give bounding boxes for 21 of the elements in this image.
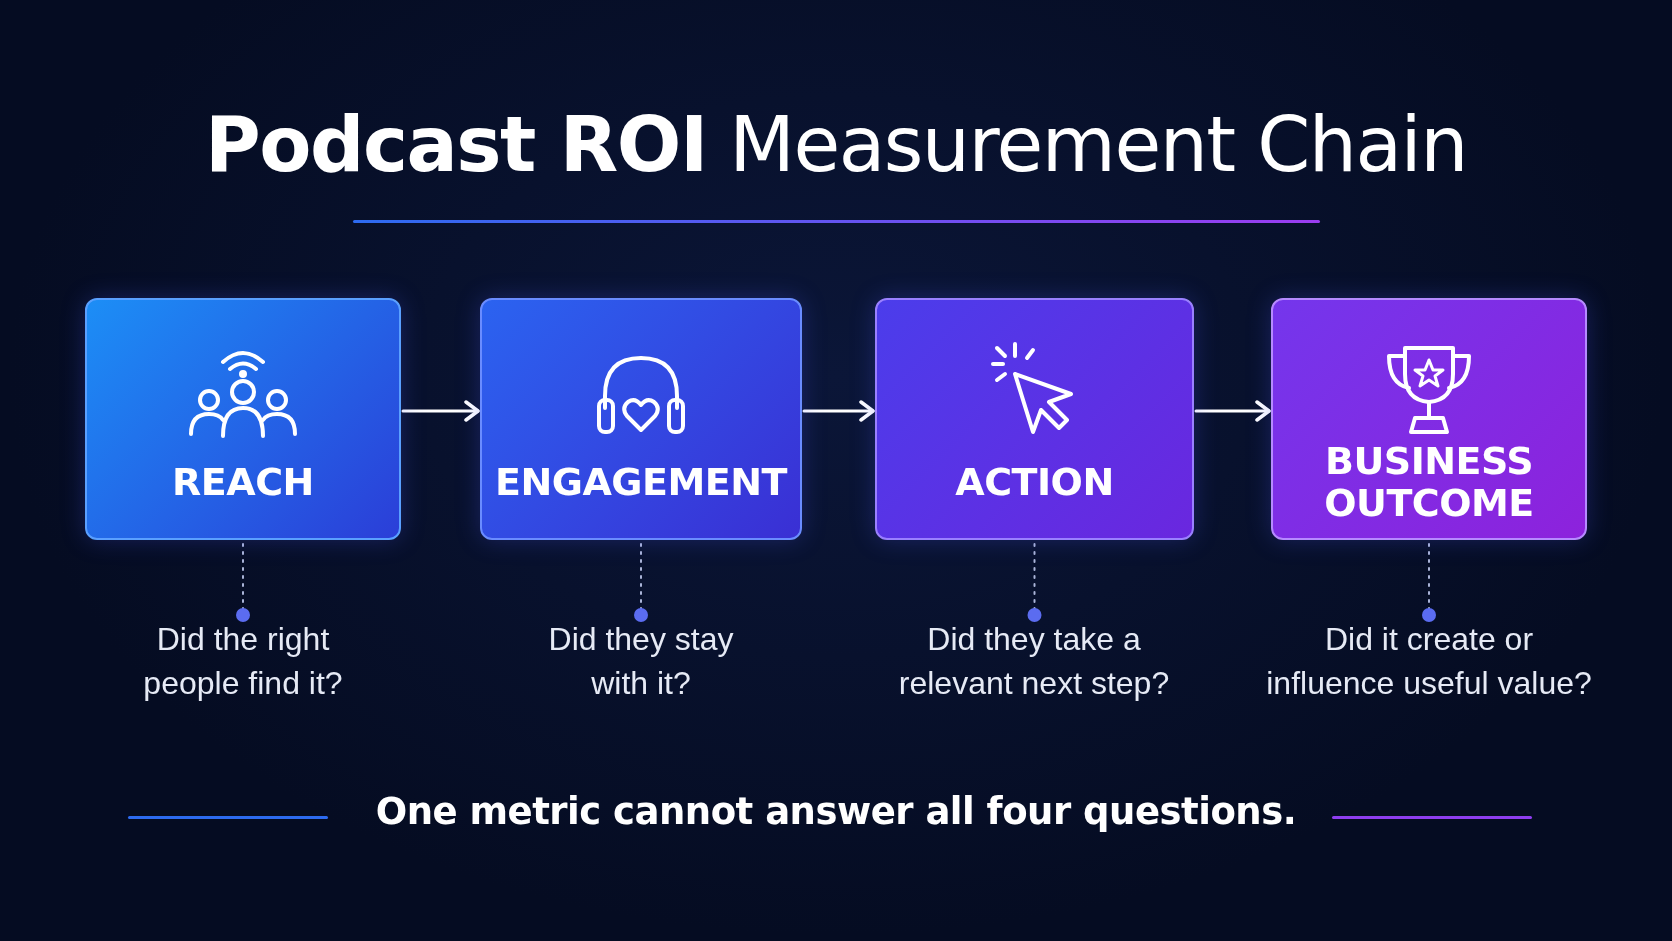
arrow [1194, 400, 1271, 422]
stage-card [1271, 298, 1587, 540]
summary-note: One metric cannot answer all four questions. [375, 790, 1297, 833]
arrow [401, 400, 480, 422]
leader-line [634, 543, 648, 622]
stage-title: REACH [171, 459, 315, 507]
leader-line [1422, 543, 1436, 622]
stage-title: ACTION [954, 459, 1115, 507]
question-text: Did they stay with it? [521, 617, 761, 705]
stage-title: BUSINESS OUTCOME [1323, 440, 1535, 527]
leader-line [236, 543, 250, 622]
arrow [802, 400, 875, 422]
stage-card [480, 298, 802, 540]
stage-title: ENGAGEMENT [494, 459, 789, 507]
title: Podcast ROI Measurement Chain [205, 100, 1467, 189]
question-text: Did the right people find it? [113, 617, 373, 705]
question-text: Did they take a relevant next step? [884, 617, 1184, 705]
leader-line [1027, 543, 1042, 622]
stage-card [85, 298, 401, 540]
question-text: Did it create or influence useful value? [1259, 617, 1599, 705]
stage-card [875, 298, 1194, 540]
